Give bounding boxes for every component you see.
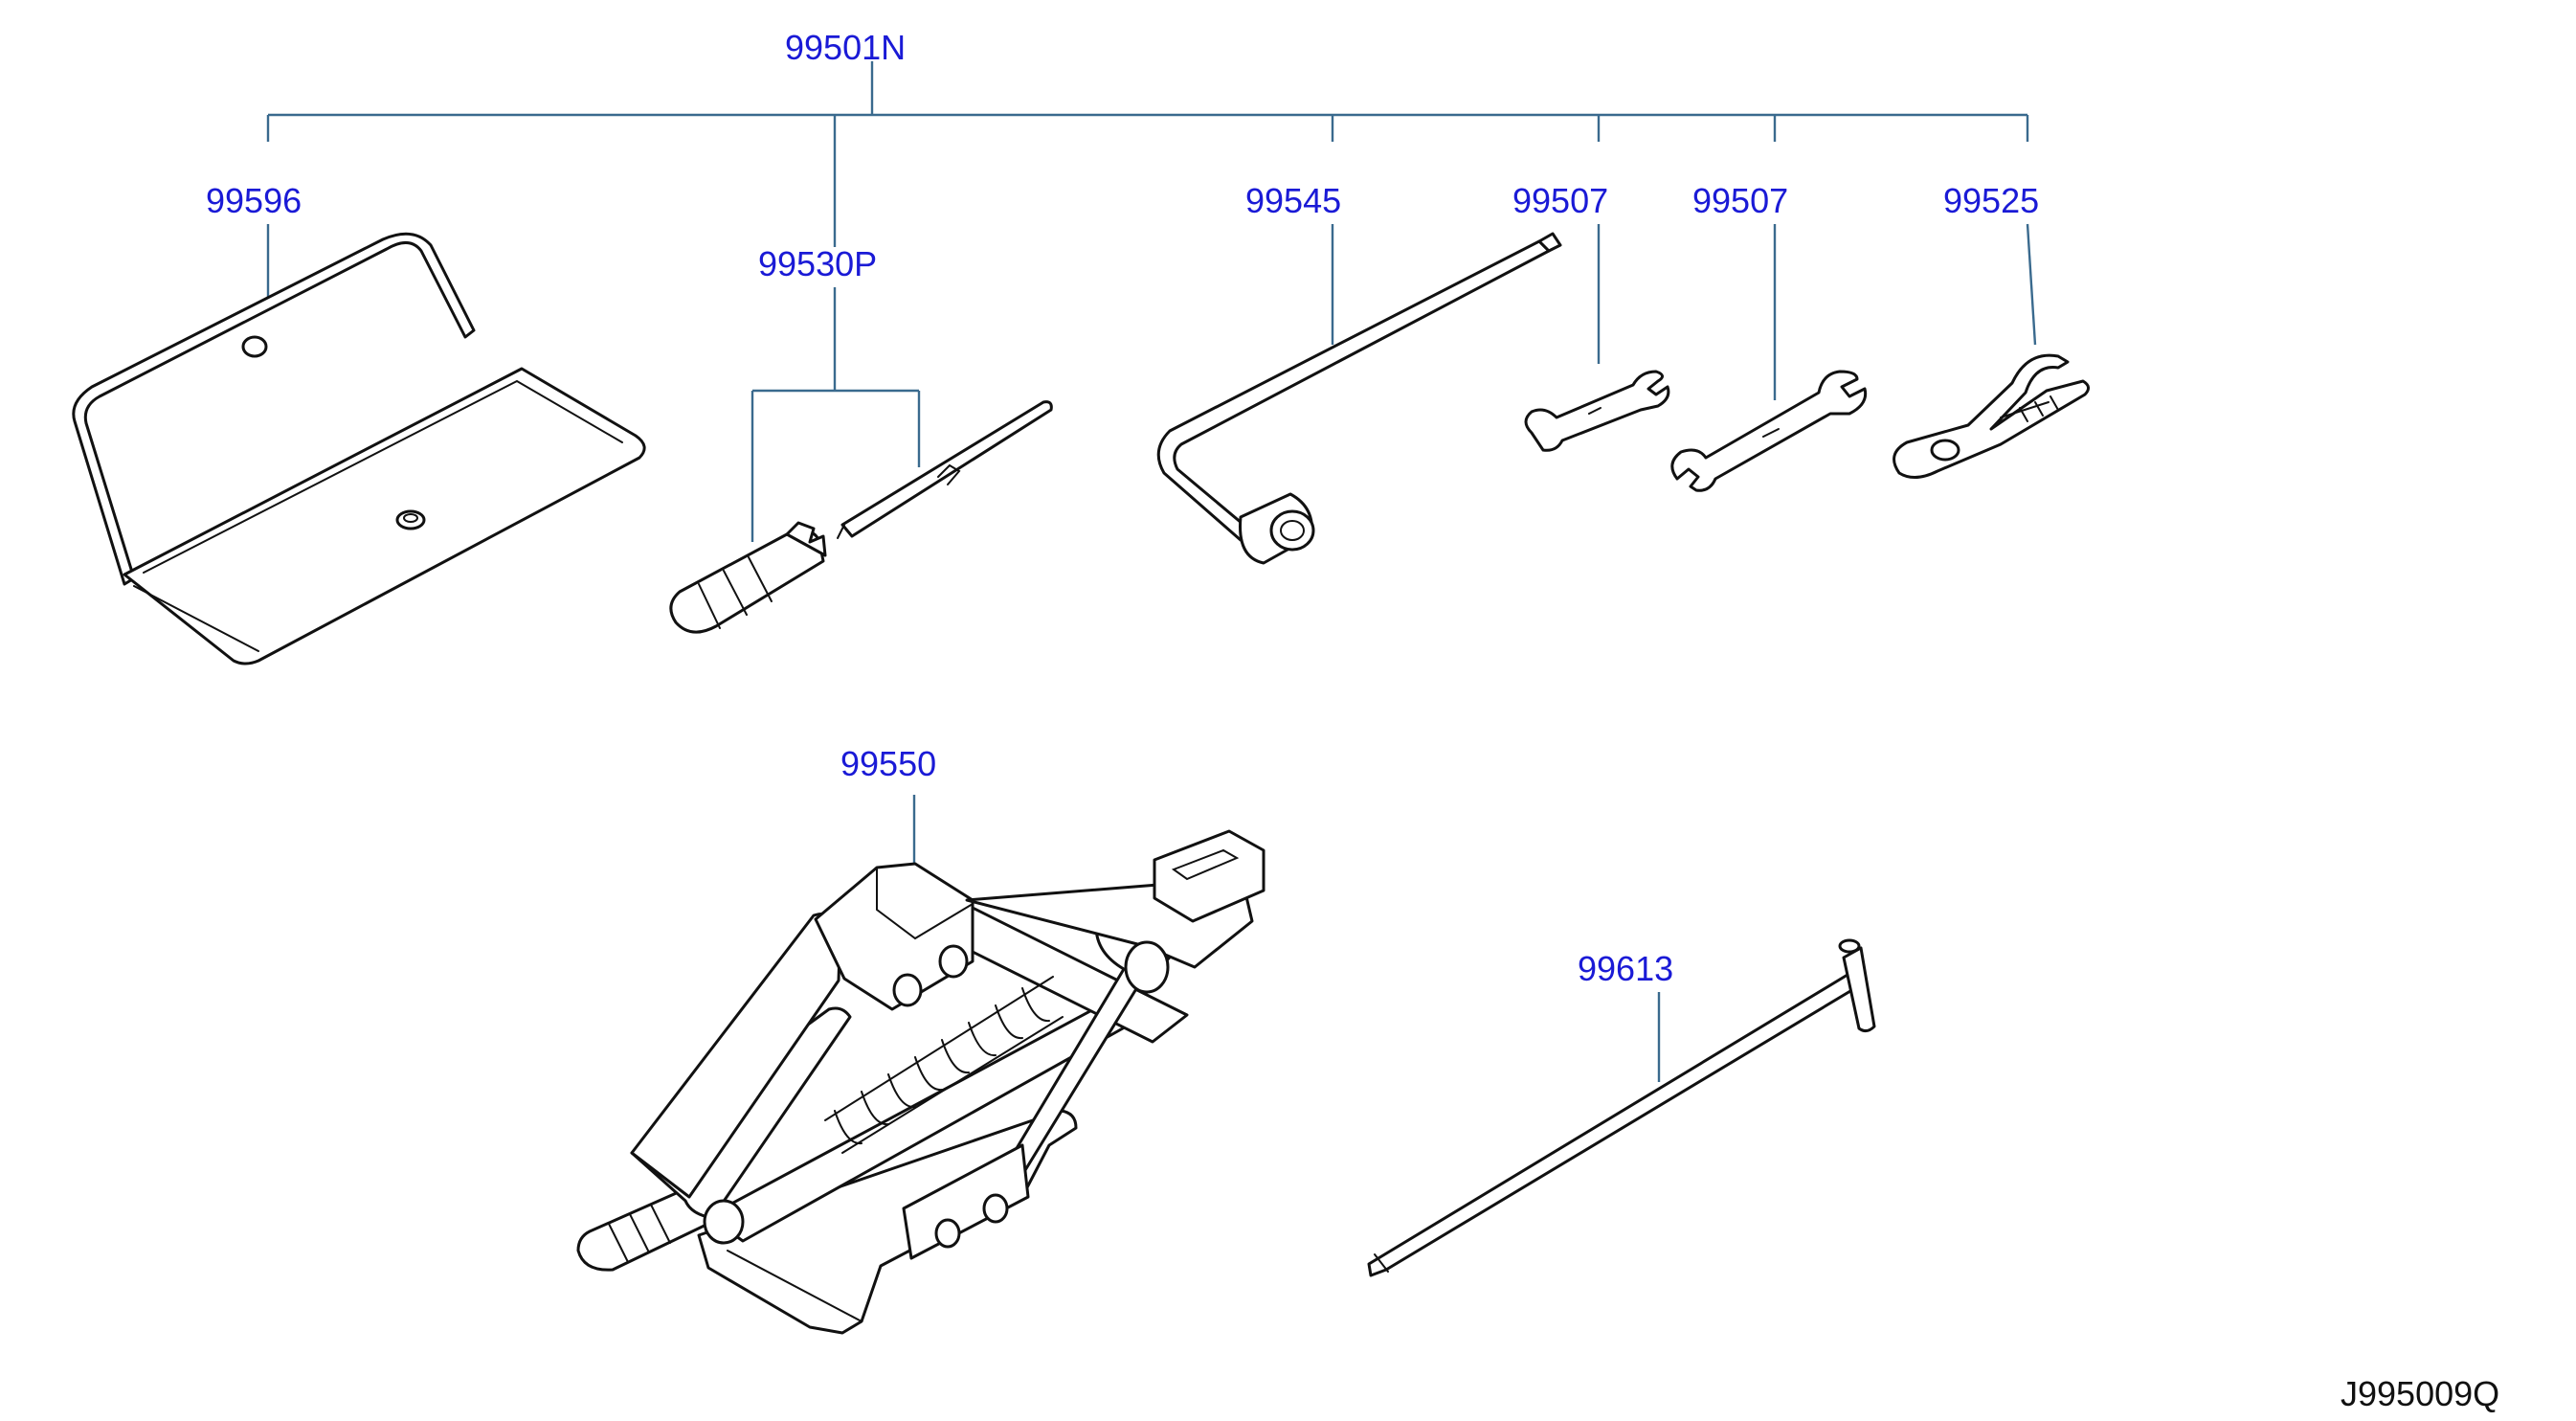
tool-bag-drawing[interactable] <box>72 232 646 665</box>
bag-part-number-label[interactable]: 99596 <box>206 181 302 220</box>
spanner-large-part-number-label[interactable]: 99507 <box>1692 181 1788 220</box>
jack-handle-drawing[interactable] <box>1367 938 1876 1277</box>
wheel-wrench-part-number-label[interactable]: 99545 <box>1245 181 1341 220</box>
kit-bracket-lines <box>266 61 2029 247</box>
jack-handle-part-number-label[interactable]: 99613 <box>1578 949 1673 988</box>
scissor-jack-drawing[interactable] <box>576 829 1266 1335</box>
diagram-code-label: J995009Q <box>2341 1374 2499 1413</box>
screwdriver-part-number-label[interactable]: 99530P <box>758 244 877 283</box>
spanner-small-part-number-label[interactable]: 99507 <box>1512 181 1608 220</box>
jack-part-number-label[interactable]: 99550 <box>840 744 936 783</box>
pliers-part-number-label[interactable]: 99525 <box>1943 181 2039 220</box>
screwdriver-drawing[interactable] <box>669 400 1053 634</box>
spanner-small-drawing[interactable] <box>1524 370 1670 452</box>
item-leader-lines <box>266 223 2037 1082</box>
spanner-large-drawing[interactable] <box>1670 370 1868 492</box>
wheel-wrench-drawing[interactable] <box>1156 232 1562 565</box>
pliers-drawing[interactable] <box>1893 353 2090 479</box>
kit-part-number-label[interactable]: 99501N <box>785 28 906 67</box>
